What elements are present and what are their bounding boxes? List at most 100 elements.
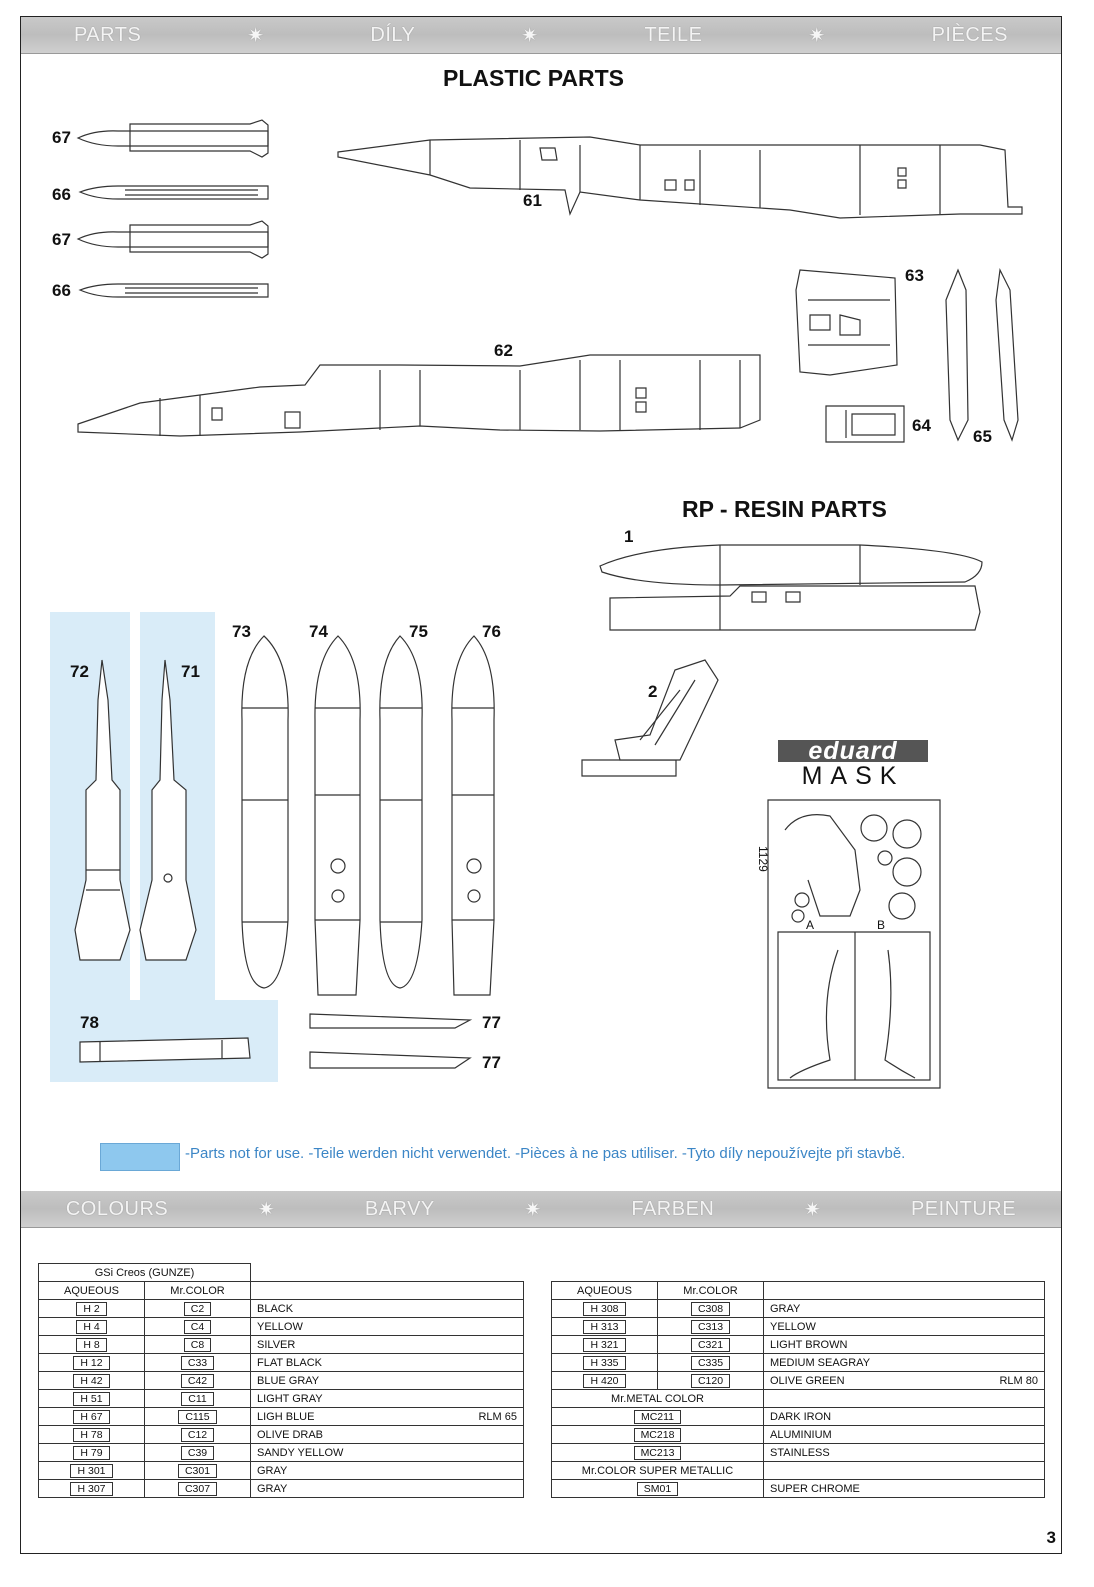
part-63 [795, 269, 898, 376]
band-label-barvy: BARVY [364, 1197, 435, 1220]
part-number: 2 [648, 682, 658, 701]
metal-code: MC213 [633, 1445, 682, 1460]
colour-name: SILVER [257, 1338, 296, 1351]
part-number: 73 [232, 622, 251, 641]
table-row: H 4 C4 YELLOW [38, 1317, 524, 1336]
tank-76 [451, 635, 495, 996]
part-number: 77 [482, 1013, 501, 1032]
band-label-colours: COLOURS [65, 1197, 169, 1220]
mrcolor-code: C4 [183, 1319, 212, 1334]
mask-code: 1129 [756, 846, 770, 872]
colour-name: YELLOW [257, 1320, 303, 1333]
colour-name: LIGH BLUE [257, 1410, 315, 1423]
mrcolor-code: C335 [690, 1355, 731, 1370]
colour-name: GRAY [770, 1302, 801, 1315]
colour-name: YELLOW [770, 1320, 816, 1333]
aqueous-code: H 2 [76, 1301, 107, 1316]
colour-name: GRAY [257, 1482, 288, 1495]
missile-72 [74, 659, 131, 961]
table-row: MC211 DARK IRON [551, 1407, 1045, 1426]
aqueous-code: H 308 [583, 1301, 626, 1316]
colour-name: OLIVE DRAB [257, 1428, 324, 1441]
colour-name: DARK IRON [770, 1410, 832, 1423]
part-number: 1 [624, 527, 634, 546]
colour-name: MEDIUM SEAGRAY [770, 1356, 871, 1369]
star-icon: ✷ [257, 1198, 276, 1221]
star-icon: ✷ [247, 24, 265, 47]
part-77-bottom [309, 1051, 472, 1069]
unused-legend-text: -Parts not for use. -Teile werden nicht … [185, 1145, 906, 1162]
tank-74 [314, 635, 361, 996]
aqueous-code: H 12 [73, 1355, 110, 1370]
resin-part-1 [599, 544, 983, 631]
mrcolor-code: C8 [183, 1337, 212, 1352]
tank-73 [241, 635, 289, 989]
plastic-parts-title: PLASTIC PARTS [443, 65, 625, 91]
aqueous-code: H 301 [70, 1463, 113, 1478]
rlm-note: RLM 65 [478, 1410, 517, 1423]
mask-sheet [767, 799, 941, 1089]
part-number: 74 [309, 622, 328, 641]
band-label-dily: DÍLY [370, 23, 416, 46]
mask-side-a: A [806, 918, 815, 932]
col-mrcolor: Mr.COLOR [657, 1281, 764, 1300]
aqueous-code: H 51 [73, 1391, 110, 1406]
part-65 [945, 267, 1019, 442]
colour-name: BLACK [257, 1302, 294, 1315]
star-icon: ✷ [521, 24, 539, 47]
metal-code: MC218 [633, 1427, 682, 1442]
table-row: MC213 STAINLESS [551, 1443, 1045, 1462]
col-mrcolor: Mr.COLOR [144, 1281, 251, 1300]
mask-side-b: B [877, 918, 886, 932]
part-number: 65 [973, 427, 992, 446]
mrcolor-code: C39 [180, 1445, 215, 1460]
colour-name: STAINLESS [770, 1446, 830, 1459]
mrcolor-code: C12 [180, 1427, 215, 1442]
colour-name: BLUE GRAY [257, 1374, 320, 1387]
unused-legend-swatch [100, 1143, 180, 1171]
col-aqueous: AQUEOUS [551, 1281, 658, 1300]
fuselage-half-62 [77, 354, 761, 437]
part-number: 75 [409, 622, 428, 641]
mrcolor-code: C308 [690, 1301, 731, 1316]
aqueous-code: H 67 [73, 1409, 110, 1424]
parts-header-band: PARTS ✷ DÍLY ✷ TEILE ✷ PIÈCES [21, 17, 1061, 54]
mrcolor-code: C42 [180, 1373, 215, 1388]
star-icon: ✷ [808, 24, 826, 47]
colour-name: ALUMINIUM [770, 1428, 832, 1441]
table-row: H 308 C308 GRAY [551, 1299, 1045, 1318]
part-number: 67 [52, 230, 71, 249]
missile-67-top [76, 119, 269, 158]
mask-label: MASK [801, 762, 905, 790]
missile-67-bottom [76, 220, 269, 259]
part-number: 67 [52, 128, 71, 147]
super-metallic-header: Mr.COLOR SUPER METALLIC [551, 1461, 1045, 1480]
aqueous-code: H 4 [76, 1319, 107, 1334]
aqueous-code: H 321 [583, 1337, 626, 1352]
colour-name: LIGHT GRAY [257, 1392, 323, 1405]
colour-name: OLIVE GREEN [770, 1374, 845, 1387]
mrcolor-code: C120 [690, 1373, 731, 1388]
mrcolor-code: C115 [178, 1409, 217, 1424]
aqueous-code: H 307 [70, 1481, 113, 1496]
part-number: 66 [52, 185, 71, 204]
mrcolor-code: C2 [183, 1301, 212, 1316]
aqueous-code: H 313 [583, 1319, 626, 1334]
table-row: MC218 ALUMINIUM [551, 1425, 1045, 1444]
metal-code: MC211 [633, 1409, 682, 1424]
col-aqueous: AQUEOUS [38, 1281, 145, 1300]
page-frame [20, 16, 1062, 1554]
part-64 [825, 405, 905, 443]
part-number: 61 [523, 191, 542, 210]
